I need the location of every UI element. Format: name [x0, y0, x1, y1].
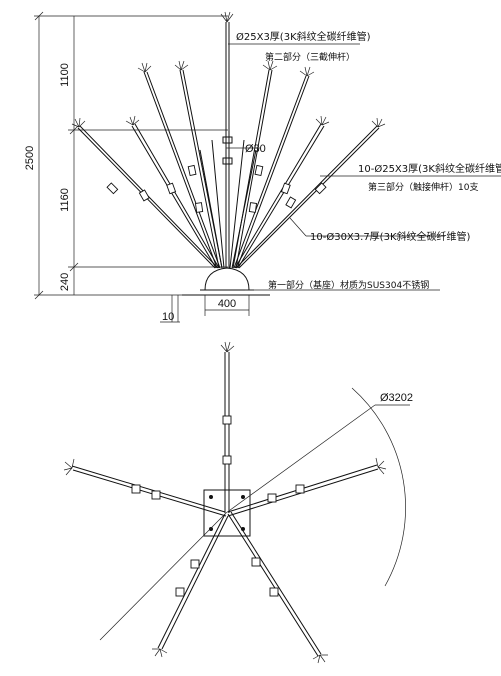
plan-base-plate: [203, 489, 251, 537]
label-outer-rods-spec: 10-Ø25X3厚(3K斜纹全碳纤维管): [358, 162, 501, 175]
rod-tips: [71, 60, 386, 128]
dim-lower-height: 240: [59, 273, 71, 291]
elevation-view: 2500 1100 1160 240: [24, 11, 501, 323]
radius-leader-b: [225, 404, 376, 514]
plan-arms: [71, 352, 410, 657]
label-section-two: 第二部分（三截伸杆）: [265, 51, 355, 63]
label-lower-rods-spec: 10-Ø30X3.7厚(3K斜纹全碳纤维管): [310, 230, 471, 243]
label-section-three: 第三部分（触接伸杆）10支: [368, 181, 478, 193]
label-section-one: 第一部分（基座）材质为SUS304不锈钢: [268, 279, 429, 291]
dim-upper-height: 1100: [59, 63, 71, 87]
dim-base-offset: 10: [162, 311, 174, 323]
plan-joints: [131, 415, 305, 597]
annotation-leaders: [226, 43, 501, 291]
rod-joints: [106, 164, 327, 213]
radius-leader-a: [99, 512, 227, 641]
dim-middle-height: 1160: [59, 188, 71, 212]
dim-overall-height: 2500: [24, 146, 36, 170]
height-dimension-lines: [34, 11, 228, 300]
label-plan-radius: Ø3202: [380, 392, 413, 404]
outer-radius-arc: [351, 387, 406, 587]
plan-view: Ø3202: [63, 341, 413, 664]
label-connector-dia: Ø30: [245, 143, 266, 155]
label-center-rod-spec: Ø25X3厚(3K斜纹全碳纤维管): [236, 30, 371, 43]
plan-rod-tips: [63, 341, 387, 664]
dim-base-width: 400: [218, 298, 236, 310]
center-rod: [220, 11, 234, 268]
